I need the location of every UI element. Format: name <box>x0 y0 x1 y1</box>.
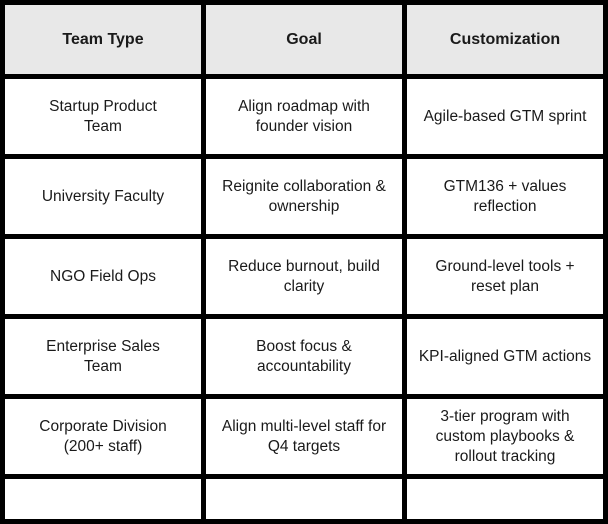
table-cell-customization: GTM136 + values reflection <box>407 159 603 234</box>
column-header-team-type: Team Type <box>5 5 201 74</box>
table-cell-goal: Reduce burnout, build clarity <box>206 239 402 314</box>
table-cell-customization: 3-tier program with custom playbooks & r… <box>407 399 603 474</box>
table-cell-team-type: University Faculty <box>5 159 201 234</box>
table-cell-goal-partial <box>206 479 402 519</box>
table-cell-team-type: Startup Product Team <box>5 79 201 154</box>
table-cell-customization: KPI-aligned GTM actions <box>407 319 603 394</box>
table-cell-customization-partial <box>407 479 603 519</box>
column-header-goal: Goal <box>206 5 402 74</box>
table-cell-team-type: Enterprise Sales Team <box>5 319 201 394</box>
table-cell-goal: Boost focus & accountability <box>206 319 402 394</box>
table-cell-team-type: Corporate Division (200+ staff) <box>5 399 201 474</box>
table-cell-goal: Reignite collaboration & ownership <box>206 159 402 234</box>
table-cell-team-type: NGO Field Ops <box>5 239 201 314</box>
table-cell-customization: Ground-level tools + reset plan <box>407 239 603 314</box>
table-cell-team-type-partial <box>5 479 201 519</box>
table-cell-customization: Agile-based GTM sprint <box>407 79 603 154</box>
column-header-customization: Customization <box>407 5 603 74</box>
table-cell-goal: Align multi-level staff for Q4 targets <box>206 399 402 474</box>
table-cell-goal: Align roadmap with founder vision <box>206 79 402 154</box>
